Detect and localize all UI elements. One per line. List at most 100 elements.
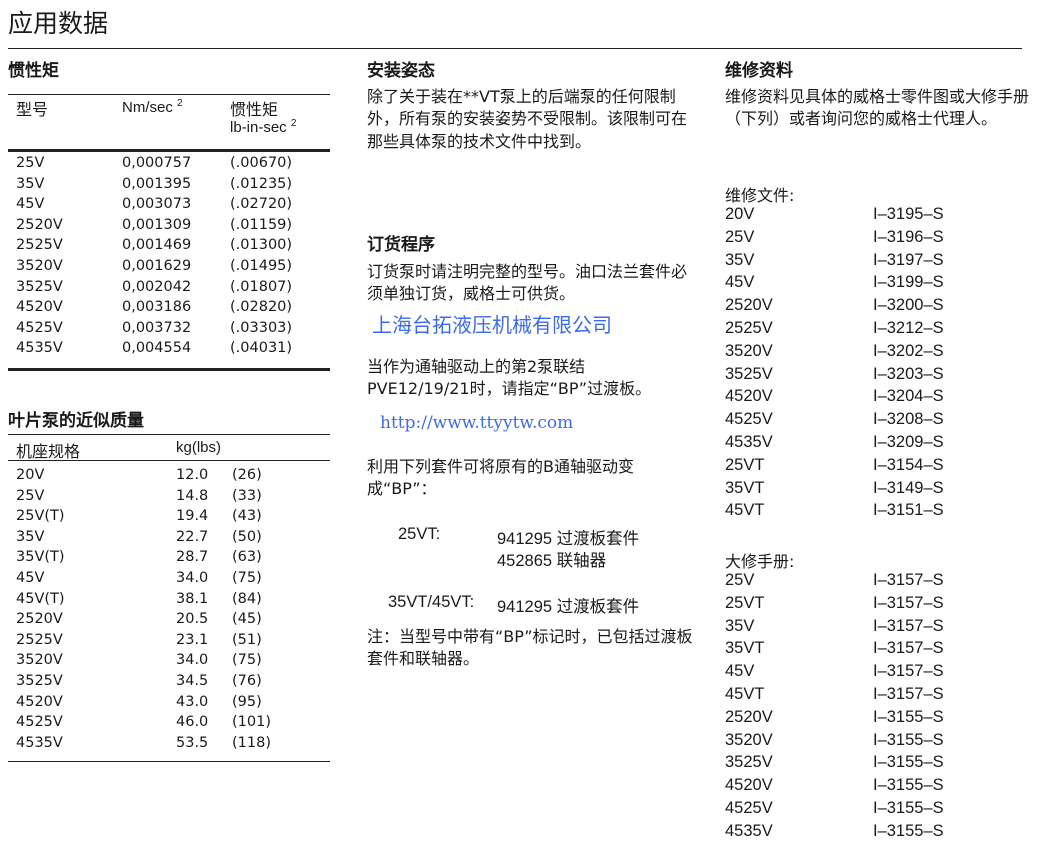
cell: 3525V	[725, 753, 773, 772]
col-nm-label: Nm/sec	[122, 99, 173, 116]
watermark-company: 上海台拓液压机械有限公司	[372, 313, 612, 337]
cell: I–3212–S	[873, 319, 944, 337]
col-kg: kg(lbs)	[176, 439, 222, 456]
cell: 3520V	[16, 258, 63, 274]
cell: I–3157–S	[873, 571, 944, 589]
cell: I–3155–S	[873, 730, 944, 749]
cell: 0,002042	[122, 278, 192, 295]
cell: 4520V	[16, 693, 63, 710]
cell: (45)	[232, 611, 262, 628]
cell: I–3157–S	[873, 662, 944, 681]
cell: 35V	[16, 175, 45, 192]
cell: (.01495)	[230, 258, 293, 274]
cell: I–3155–S	[873, 821, 944, 840]
inertia-bottom-rule	[8, 368, 330, 371]
cell: 0,001395	[122, 175, 192, 192]
cell: 4525V	[16, 714, 63, 731]
cell: 4525V	[725, 410, 773, 429]
cell: 4525V	[725, 799, 773, 817]
cell: 3525V	[16, 673, 63, 689]
mass-heading: 叶片泵的近似质量	[8, 411, 144, 431]
cell: 4535V	[16, 340, 63, 357]
cell: 25V	[725, 227, 755, 246]
kit-item: 941295 过渡板套件	[497, 530, 640, 548]
cell: (33)	[232, 487, 262, 504]
cell: 0,004554	[122, 340, 192, 357]
ordering-p3: 利用下列套件可将原有的B通轴驱动变成“BP”：	[367, 457, 634, 499]
ordering-p1: 订货泵时请注明完整的型号。油口法兰套件必须单独订货，威格士可供货。	[367, 262, 688, 304]
cell: 35VT	[725, 639, 765, 658]
cell: I–3149–S	[873, 478, 944, 497]
cell: 19.4	[176, 508, 209, 525]
inertia-heading: 惯性矩	[8, 61, 59, 81]
cell: 2525V	[16, 237, 63, 254]
mass-bottom-rule	[8, 761, 330, 762]
cell: 45V	[16, 570, 45, 586]
cell: (43)	[232, 508, 262, 525]
cell: (.03303)	[230, 319, 293, 336]
cell: 45V	[725, 273, 755, 292]
cell: (.01159)	[230, 216, 293, 233]
service-text: 维修资料见具体的威格士零件图或大修手册（下列）或者询问您的威格士代理人。	[725, 87, 1030, 129]
cell: 20V	[725, 205, 755, 223]
cell: 45V	[725, 662, 755, 681]
cell: 20.5	[176, 611, 209, 628]
cell: 12.0	[176, 467, 209, 483]
cell: (84)	[232, 590, 262, 607]
cell: 3525V	[725, 364, 773, 383]
cell: 0,003732	[122, 319, 192, 336]
cell: (26)	[232, 467, 262, 483]
cell: I–3197–S	[873, 250, 944, 269]
cell: 43.0	[176, 693, 209, 710]
cell: 2520V	[16, 216, 63, 233]
cell: (101)	[232, 714, 271, 731]
cell: 0,001629	[122, 258, 192, 274]
manuals-label: 大修手册:	[725, 552, 795, 571]
cell: 35V(T)	[16, 549, 65, 566]
cell: 45V	[16, 196, 45, 213]
cell: I–3157–S	[873, 685, 944, 703]
cell: 4520V	[725, 387, 773, 406]
cell: 4535V	[725, 821, 773, 840]
cell: 20V	[16, 467, 45, 483]
cell: 4520V	[725, 776, 773, 795]
col-frame: 机座规格	[16, 442, 81, 461]
cell: (.02820)	[230, 299, 293, 316]
inertia-top-rule	[8, 94, 330, 95]
files-label: 维修文件:	[725, 186, 795, 205]
cell: I–3200–S	[873, 296, 944, 315]
col-inertia: 惯性矩	[230, 100, 279, 119]
cell: 25V	[725, 571, 755, 589]
cell: 35V	[725, 250, 755, 269]
cell: I–3155–S	[873, 776, 944, 795]
cell: 28.7	[176, 549, 209, 566]
cell: 34.0	[176, 570, 209, 586]
cell: 35V	[16, 528, 45, 545]
cell: 34.0	[176, 652, 209, 669]
cell: 3520V	[16, 652, 63, 669]
col-model: 型号	[16, 100, 49, 119]
cell: (95)	[232, 693, 262, 710]
cell: (51)	[232, 631, 262, 648]
cell: 35V	[725, 616, 755, 635]
cell: 0,001309	[122, 216, 192, 233]
kit-item: 941295 过渡板套件	[497, 598, 640, 616]
cell: 45VT	[725, 685, 765, 703]
cell: (76)	[232, 673, 262, 689]
cell: I–3154–S	[873, 455, 944, 474]
cell: 38.1	[176, 590, 209, 607]
cell: I–3208–S	[873, 410, 944, 429]
cell: 25VT	[725, 593, 765, 612]
mounting-text: 除了关于装在**VT泵上的后端泵的任何限制外，所有泵的安装姿势不受限制。该限制可…	[367, 87, 688, 151]
cell: 3520V	[725, 341, 773, 360]
cell: I–3151–S	[873, 501, 944, 520]
cell: (.01807)	[230, 278, 293, 295]
sup: 2	[290, 118, 297, 129]
mass-header-rule	[8, 460, 330, 461]
cell: 2520V	[725, 707, 773, 726]
cell: (.00670)	[230, 155, 293, 171]
watermark-url: http://www.ttyytw.com	[380, 413, 574, 433]
inertia-thick-rule	[8, 149, 330, 152]
cell: 14.8	[176, 487, 209, 504]
col-nm: Nm/sec 2	[122, 98, 183, 116]
